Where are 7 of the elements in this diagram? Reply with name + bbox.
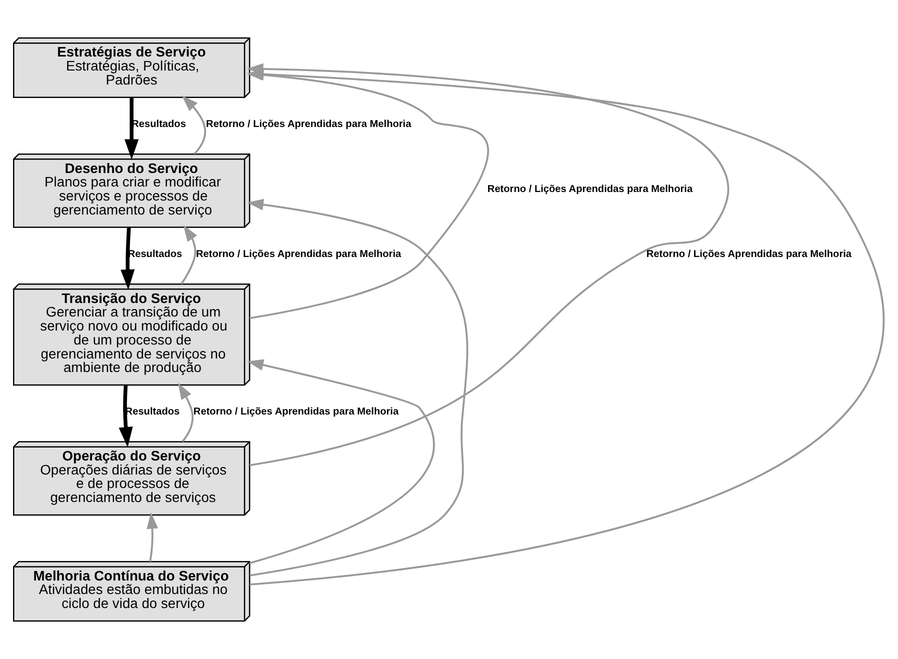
edge-label: Resultados — [132, 118, 186, 130]
edge-label: Retorno / Lições Aprendidas para Melhoria — [193, 406, 399, 418]
edge-label: Retorno / Lições Aprendidas para Melhoria — [646, 248, 852, 260]
edge-label: Retorno / Lições Aprendidas para Melhoria — [196, 248, 402, 260]
edge-label: Retorno / Lições Aprendidas para Melhoria — [487, 184, 693, 195]
edge-label: Retorno / Lições Aprendidas para Melhoria — [206, 118, 412, 130]
edge-label: Resultados — [128, 248, 182, 260]
